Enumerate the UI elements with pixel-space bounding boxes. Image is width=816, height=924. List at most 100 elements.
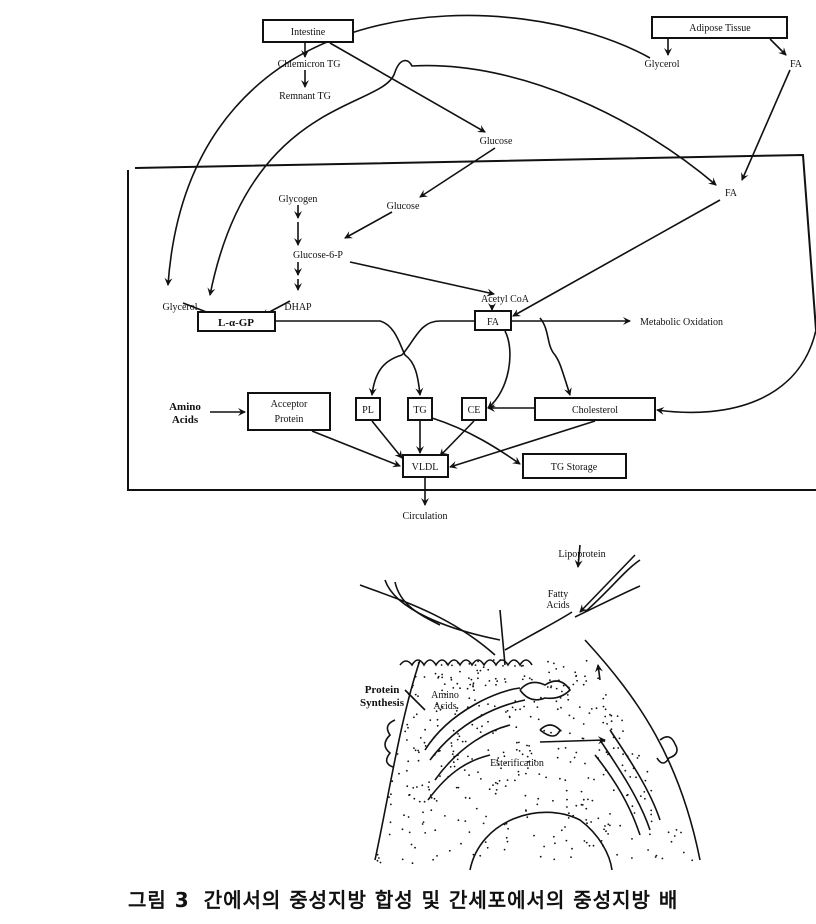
stipple-dot — [414, 846, 416, 849]
stipple-dot — [670, 840, 673, 843]
stipple-dot — [390, 803, 392, 806]
stipple-dot — [451, 753, 454, 755]
stipple-dot — [590, 708, 593, 710]
stipple-dot — [468, 797, 471, 800]
glycogen-label: Glycogen — [279, 194, 318, 205]
stipple-dot — [540, 696, 542, 699]
stipple-dot — [561, 690, 563, 693]
chylomicron-tg-label: Chlemicron TG — [278, 59, 341, 70]
stipple-dot — [475, 807, 478, 810]
stipple-dot — [566, 694, 569, 696]
stipple-dot — [572, 683, 575, 686]
stipple-dot — [429, 719, 432, 721]
stipple-dot — [587, 798, 589, 801]
stipple-dot — [389, 821, 392, 824]
stipple-dot — [517, 774, 520, 776]
stipple-dot — [569, 761, 572, 763]
stipple-dot — [401, 858, 404, 861]
stipple-dot — [622, 753, 624, 756]
stipple-dot — [644, 779, 647, 782]
stipple-dot — [413, 797, 416, 800]
cholesterol-box — [534, 397, 656, 421]
stipple-dot — [649, 833, 651, 836]
stipple-dot — [498, 779, 501, 782]
stipple-dot — [481, 725, 483, 728]
stipple-dot — [440, 664, 443, 666]
stipple-dot — [474, 664, 477, 666]
stipple-dot — [433, 736, 436, 739]
stipple-dot — [602, 705, 605, 708]
hepatocyte-illustration — [359, 544, 701, 871]
stipple-dot — [586, 822, 588, 825]
stipple-dot — [412, 684, 414, 687]
stipple-dot — [410, 843, 413, 846]
stipple-dot — [537, 797, 540, 800]
stipple-dot — [504, 681, 507, 683]
stipple-dot — [455, 786, 458, 789]
stipple-dot — [478, 704, 480, 707]
stipple-dot — [376, 853, 379, 856]
stipple-dot — [639, 795, 642, 797]
stipple-dot — [573, 756, 576, 759]
vldl-box — [402, 454, 449, 478]
stipple-dot — [647, 849, 649, 851]
l-alpha-gp-box — [197, 311, 276, 332]
stipple-dot — [691, 859, 694, 862]
stipple-dot — [500, 767, 502, 770]
stipple-dot — [559, 729, 562, 732]
stipple-dot — [572, 717, 575, 720]
stipple-dot — [452, 750, 455, 753]
stipple-dot — [468, 697, 471, 700]
stipple-dot — [575, 751, 578, 754]
stipple-dot — [554, 842, 556, 845]
stipple-dot — [493, 705, 496, 708]
stipple-dot — [603, 740, 606, 743]
stipple-dot — [476, 669, 479, 672]
stipple-dot — [584, 762, 586, 765]
stipple-dot — [415, 713, 418, 716]
stipple-dot — [555, 668, 558, 670]
stipple-dot — [479, 854, 482, 857]
stipple-dot — [450, 742, 453, 744]
glucose-outer-label: Glucose — [480, 136, 513, 147]
stipple-dot — [484, 841, 487, 843]
stipple-dot — [519, 708, 521, 711]
stipple-dot — [538, 773, 541, 775]
stipple-dot — [444, 815, 446, 817]
amino-acids-label-1: Amino — [169, 401, 201, 413]
stipple-dot — [568, 812, 570, 815]
stipple-dot — [505, 711, 507, 713]
stipple-dot — [602, 697, 605, 700]
stipple-dot — [445, 662, 448, 665]
protein-label: Protein — [275, 414, 304, 425]
tg-box — [407, 397, 433, 421]
stipple-dot — [612, 736, 615, 739]
stipple-dot — [527, 767, 529, 769]
stipple-dot — [568, 714, 571, 717]
stipple-dot — [609, 813, 611, 815]
stipple-dot — [588, 844, 591, 847]
stipple-dot — [523, 675, 526, 677]
amino-acids-label-2: Acids — [172, 414, 199, 426]
stipple-dot — [488, 788, 491, 791]
stipple-dot — [482, 822, 485, 825]
figure-number: 그림 3 — [128, 888, 190, 912]
stipple-dot — [472, 685, 474, 688]
protein-synthesis-label-2: Synthesis — [360, 697, 405, 709]
stipple-dot — [553, 662, 555, 665]
stipple-dot — [439, 749, 441, 752]
stipple-dot — [580, 803, 583, 806]
stipple-dot — [450, 676, 452, 679]
stipple-dot — [604, 825, 606, 827]
stipple-dot — [643, 791, 646, 793]
stipple-dot — [607, 833, 609, 835]
stipple-dot — [477, 660, 479, 663]
stipple-dot — [492, 659, 495, 661]
stipple-dot — [619, 824, 622, 827]
stipple-dot — [450, 678, 453, 681]
stipple-dot — [495, 683, 497, 686]
stipple-dot — [632, 767, 635, 770]
stipple-dot — [448, 849, 451, 852]
